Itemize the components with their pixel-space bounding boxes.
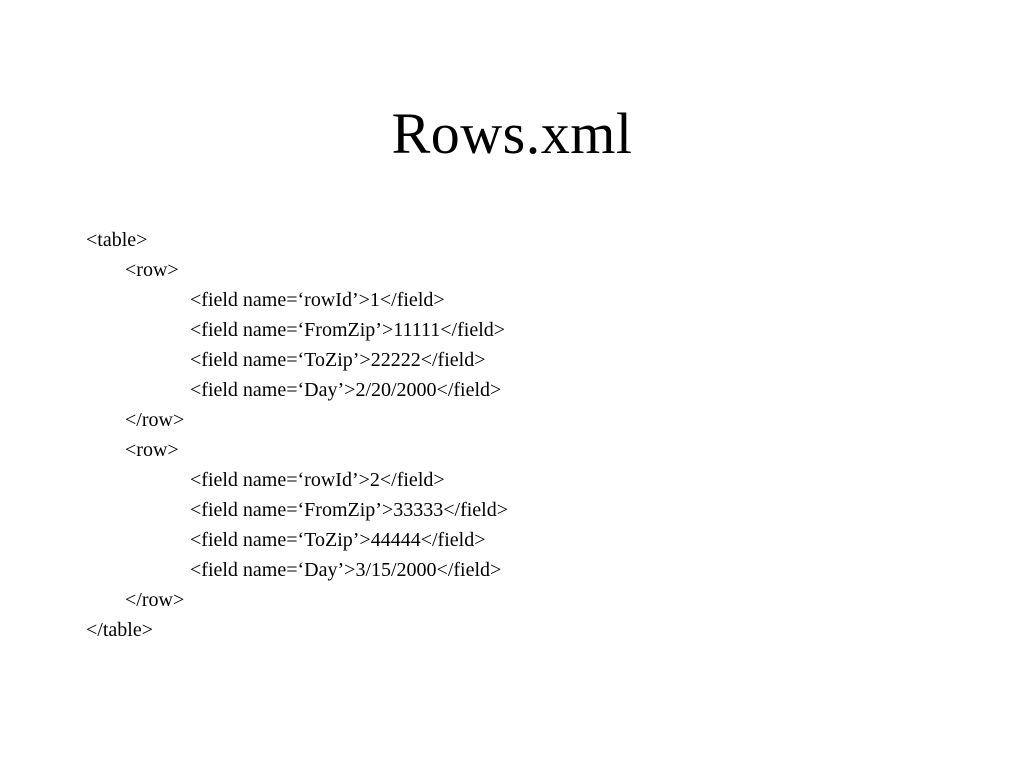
code-line-row-close: </row> [125,409,185,431]
code-line-table-open: <table> [86,229,148,251]
code-line-field-tozip: <field name=‘ToZip’>44444</field> [190,529,486,551]
code-line-field-tozip: <field name=‘ToZip’>22222</field> [190,349,486,371]
code-line-field-rowid: <field name=‘rowId’>2</field> [190,469,445,491]
code-line-row-open: <row> [125,259,179,281]
code-line-row-open: <row> [125,439,179,461]
slide-title: Rows.xml [391,101,633,166]
code-line-table-close: </table> [86,619,153,641]
code-line-field-fromzip: <field name=‘FromZip’>33333</field> [190,499,508,521]
code-line-field-fromzip: <field name=‘FromZip’>11111</field> [190,319,506,341]
xml-code-listing: <table> <row> <field name=‘rowId’>1</fie… [86,225,508,645]
code-line-field-day: <field name=‘Day’>3/15/2000</field> [190,559,502,581]
code-line-field-day: <field name=‘Day’>2/20/2000</field> [190,379,502,401]
code-line-row-close: </row> [125,589,185,611]
code-line-field-rowid: <field name=‘rowId’>1</field> [190,289,445,311]
